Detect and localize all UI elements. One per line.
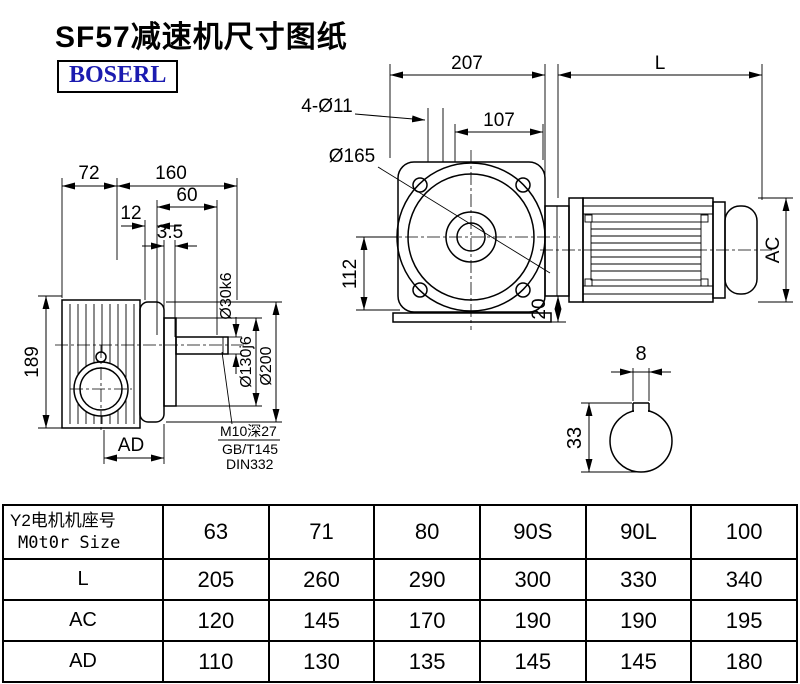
- table-header-en: M0t0r Size: [18, 533, 121, 554]
- table-header-row: Y2电机机座号 M0t0r Size 63 71 80 90S 90L 100: [2, 504, 798, 560]
- dim-label-107: 107: [483, 110, 515, 131]
- value-L-5: 340: [690, 558, 798, 601]
- technical-drawing: 207 L 4-Ø11 107 Ø165 112: [22, 53, 793, 473]
- dim-label-L: L: [655, 53, 666, 74]
- value-L-0: 205: [162, 558, 270, 601]
- bolt-hole: [412, 282, 428, 298]
- dim-label-112: 112: [340, 259, 361, 289]
- motor-size-col-4: 90L: [584, 504, 693, 560]
- motor-fin-block: [590, 221, 702, 281]
- value-AD-4: 145: [584, 640, 693, 683]
- table-header-cell: Y2电机机座号 M0t0r Size: [2, 504, 164, 560]
- value-AD-2: 135: [373, 640, 481, 683]
- dim-label-160: 160: [155, 163, 187, 184]
- dim-label-189: 189: [22, 346, 43, 378]
- value-AD-3: 145: [478, 640, 587, 683]
- value-L-3: 300: [478, 558, 587, 601]
- bolt-hole: [515, 282, 531, 298]
- motor-size-col-1: 71: [267, 504, 376, 560]
- output-flange: [139, 301, 165, 423]
- left-view: 72 160 60 12 3.5 189 AD: [22, 163, 282, 472]
- table-row-AD: AD 110 130 135 145 145 180: [2, 640, 798, 683]
- base-plate: [392, 312, 552, 323]
- dim-label-dia130: Ø130j6: [238, 336, 255, 388]
- motor-size-col-3: 90S: [478, 504, 587, 560]
- value-AC-3: 190: [478, 599, 587, 642]
- value-AC-5: 195: [690, 599, 798, 642]
- note-standard-gb: GB/T145: [222, 441, 278, 457]
- value-AC-1: 145: [267, 599, 376, 642]
- dim-label-dia200: Ø200: [258, 346, 275, 385]
- dim-label-12: 12: [120, 203, 141, 224]
- dim-label-8: 8: [635, 343, 646, 365]
- dimension-table: Y2电机机座号 M0t0r Size 63 71 80 90S 90L 100 …: [2, 504, 798, 683]
- value-AD-1: 130: [267, 640, 376, 683]
- brand-logo: BOSERL: [57, 60, 179, 93]
- value-L-1: 260: [267, 558, 376, 601]
- bolt-hole: [412, 177, 428, 193]
- table-row-AC: AC 120 145 170 190 190 195: [2, 599, 798, 642]
- dim-label-3-5: 3.5: [157, 222, 183, 243]
- dim-label-207: 207: [451, 53, 483, 74]
- value-AD-0: 110: [162, 640, 270, 683]
- dim-label-AD: AD: [118, 435, 144, 456]
- dim-label-bolt-holes: 4-Ø11: [301, 96, 352, 117]
- value-AC-0: 120: [162, 599, 270, 642]
- motor-size-col-0: 63: [162, 504, 270, 560]
- row-label-L: L: [2, 558, 164, 601]
- value-AC-2: 170: [373, 599, 481, 642]
- output-shaft: [175, 336, 229, 355]
- value-AD-5: 180: [690, 640, 798, 683]
- shaft-section-circle: [609, 409, 673, 473]
- dim-label-20: 20: [529, 298, 550, 319]
- dim-label-72: 72: [78, 163, 99, 184]
- note-standard-din: DIN332: [226, 456, 274, 472]
- shaft-section: 8 33: [564, 343, 673, 473]
- row-label-AC: AC: [2, 599, 164, 642]
- value-AC-4: 190: [584, 599, 693, 642]
- dim-label-AC: AC: [763, 237, 784, 263]
- motor-size-col-5: 100: [690, 504, 798, 560]
- dim-label-dia165: Ø165: [329, 146, 375, 167]
- bolt-hole: [515, 177, 531, 193]
- dim-label-33: 33: [564, 427, 586, 449]
- value-L-4: 330: [584, 558, 693, 601]
- table-header-cn: Y2电机机座号: [10, 511, 116, 531]
- dim-label-60: 60: [176, 185, 197, 206]
- value-L-2: 290: [373, 558, 481, 601]
- dim-label-dia30: Ø30k6: [218, 272, 235, 319]
- page-title: SF57减速机尺寸图纸: [55, 21, 348, 54]
- table-row-L: L 205 260 290 300 330 340: [2, 558, 798, 601]
- flange-spigot: [163, 317, 177, 407]
- note-thread: M10深27: [220, 423, 277, 439]
- right-view: 207 L 4-Ø11 107 Ø165 112: [301, 53, 793, 330]
- motor-size-col-2: 80: [373, 504, 481, 560]
- row-label-AD: AD: [2, 640, 164, 683]
